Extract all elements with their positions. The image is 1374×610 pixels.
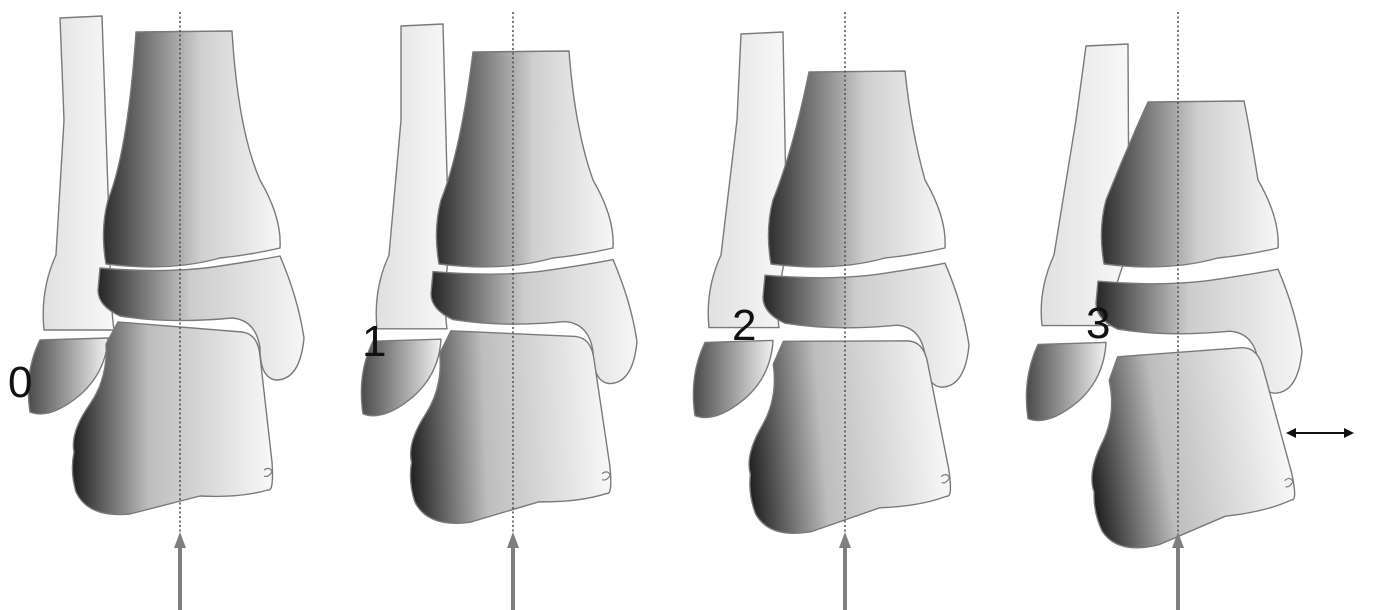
load-arrowhead — [507, 532, 519, 548]
tibia — [103, 31, 280, 267]
ankle-panel: 2 — [693, 12, 969, 610]
lateral-malleolus — [693, 340, 773, 417]
grade-label: 3 — [1086, 299, 1110, 348]
displacement-arrowhead-right — [1344, 428, 1354, 438]
grade-label: 0 — [8, 358, 32, 407]
ankle-panel: 0 — [8, 12, 304, 610]
grade-label: 1 — [362, 317, 386, 366]
ankle-panel: 1 — [361, 12, 637, 610]
load-arrowhead — [839, 532, 851, 548]
ankle-panel: 3 — [1026, 12, 1354, 610]
displacement-arrowhead-left — [1286, 428, 1296, 438]
tibia — [436, 51, 613, 267]
lateral-malleolus — [1026, 342, 1106, 420]
grade-label: 2 — [732, 301, 756, 350]
load-arrowhead — [174, 532, 186, 548]
tibia — [768, 71, 945, 267]
